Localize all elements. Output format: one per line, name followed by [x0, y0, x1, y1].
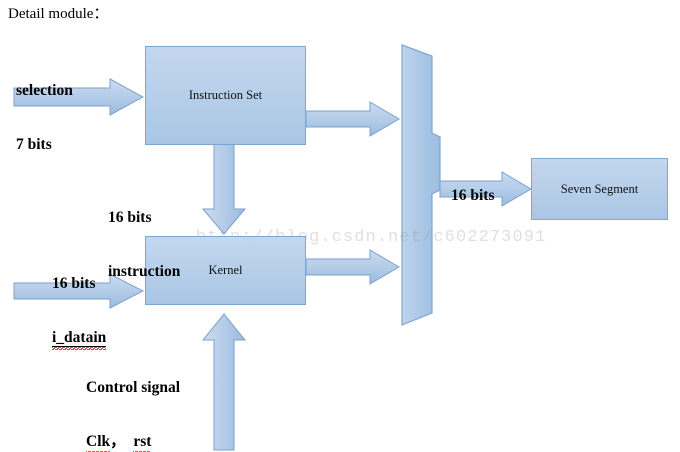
datain-label-line1: 16 bits	[52, 275, 96, 292]
datain-label: 16 bits i_datain	[52, 239, 107, 383]
arrow-instruction-set-to-mux	[305, 101, 400, 137]
arrow-control-to-kernel	[201, 313, 247, 451]
arrow-selection-to-instruction-set	[13, 78, 145, 116]
arrow-instruction-set-to-kernel	[201, 143, 247, 235]
control-signal-rst: rst	[133, 433, 152, 452]
datain-label-text: i_datain	[52, 329, 107, 350]
block-kernel-label: Kernel	[208, 263, 243, 277]
control-signal-comma: ，	[110, 433, 134, 450]
control-signal-label-line1: Control signal	[86, 379, 181, 396]
output-width-label: 16 bits	[451, 151, 495, 241]
block-seven-segment-label: Seven Segment	[560, 181, 639, 196]
block-kernel[interactable]: Kernel	[145, 236, 306, 305]
multiplexer-shape	[401, 44, 441, 326]
datain-label-line2: i_datain	[52, 329, 107, 350]
arrow-kernel-to-mux	[305, 249, 400, 285]
page-title: Detail module：	[8, 6, 109, 22]
selection-label: selection 7 bits	[16, 46, 73, 190]
instruction-width-label-line2: instruction	[108, 263, 181, 280]
control-signal-label-line2: Clk， rst	[86, 433, 180, 452]
block-seven-segment[interactable]: Seven Segment	[531, 158, 668, 220]
selection-label-line2: 7 bits	[16, 136, 52, 153]
block-instruction-set-label: Instruction Set	[188, 88, 263, 102]
control-signal-label: Control signal Clk， rst	[86, 343, 180, 452]
arrow-mux-to-seven-segment	[439, 171, 532, 207]
output-width-label-line1: 16 bits	[451, 187, 495, 204]
selection-label-line1: selection	[16, 82, 73, 99]
instruction-width-label-line1: 16 bits	[108, 209, 152, 226]
block-instruction-set[interactable]: Instruction Set	[145, 46, 306, 145]
instruction-width-label: 16 bits instruction	[108, 173, 180, 317]
control-signal-clk: Clk	[86, 433, 111, 452]
arrow-datain-to-kernel	[13, 273, 145, 309]
